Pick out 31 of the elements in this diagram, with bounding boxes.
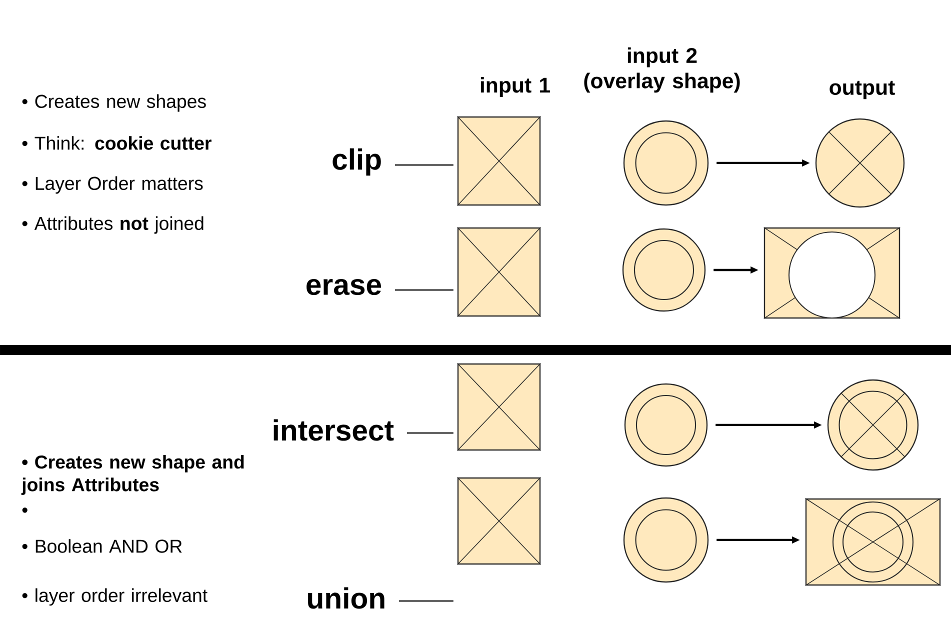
column-header: output — [830, 80, 895, 100]
ring-drawing — [623, 497, 709, 583]
connector-line — [399, 600, 454, 602]
bullet-text: • Creates new shapes — [22, 94, 206, 112]
connector-line — [395, 289, 454, 291]
bullet-text: • Think: cookie cutter — [22, 136, 212, 150]
intersected-circle-drawing — [827, 379, 919, 471]
square-drawing — [457, 363, 541, 451]
square-drawing — [457, 477, 541, 565]
operation-label: clip — [332, 148, 381, 176]
connector-line — [407, 432, 454, 434]
connector-line — [395, 164, 454, 166]
ring-drawing — [624, 383, 708, 467]
ring-drawing — [622, 228, 706, 312]
union-square-drawing — [805, 498, 941, 586]
ring-drawing — [623, 120, 709, 206]
bullet-text: • — [22, 508, 28, 513]
operation-label: union — [308, 587, 384, 609]
bullet-text: • Boolean AND OR — [22, 539, 182, 553]
operation-label: erase — [306, 278, 382, 296]
bullet-text: • Attributes not joined — [22, 216, 204, 234]
square-drawing — [457, 116, 541, 206]
bullet-text: • Layer Order matters — [22, 176, 203, 194]
column-header: input 1 — [480, 77, 550, 97]
bullet-text: • layer order irrelevant — [22, 588, 208, 606]
clipped-circle-drawing — [815, 118, 905, 208]
erased-square-drawing — [764, 227, 900, 319]
operation-label: intersect — [274, 419, 394, 441]
bullet-text: • Creates new shape and joins Attributes — [21, 454, 244, 496]
column-header: input 2 (overlay shape) — [584, 47, 740, 93]
square-drawing — [457, 227, 541, 317]
